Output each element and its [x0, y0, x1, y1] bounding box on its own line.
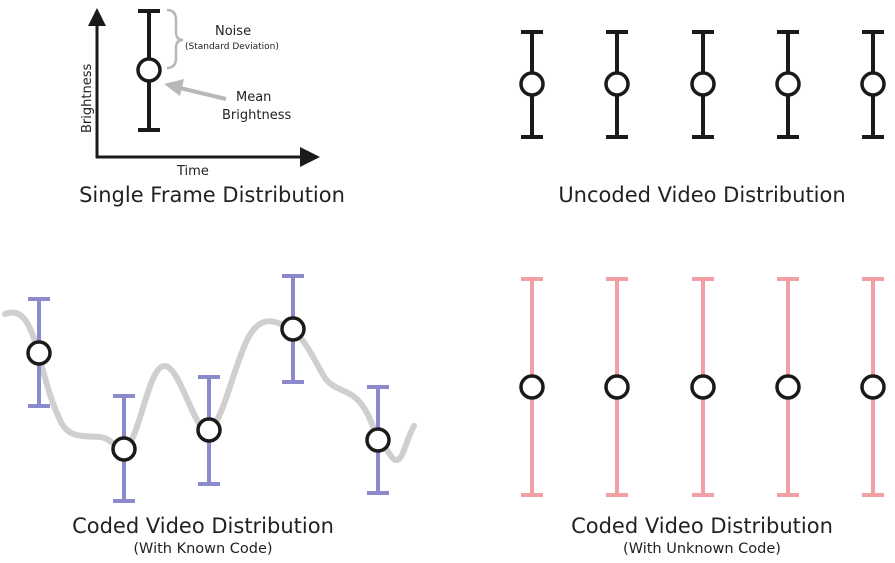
y-axis-label: Brightness	[80, 64, 95, 133]
coded-unknown-error-bar-mean-marker	[690, 374, 716, 400]
coded-known-error-bar-mean-marker	[365, 427, 391, 453]
coded-unknown-error-bar-mean-marker	[604, 374, 630, 400]
single-frame-panel: Noise (Standard Deviation) Mean Brightne…	[79, 8, 345, 207]
uncoded-error-bar-mean-marker	[690, 71, 716, 97]
noise-brace	[166, 8, 184, 70]
coded-unknown-panel: Coded Video Distribution (With Unknown C…	[519, 277, 886, 557]
uncoded-panel: Uncoded Video Distribution	[519, 30, 886, 207]
uncoded-error-bar-mean-marker	[860, 71, 886, 97]
coded-known-subtitle: (With Known Code)	[133, 541, 272, 557]
uncoded-error-bar-mean-marker	[519, 71, 545, 97]
mean-label-line2: Brightness	[222, 108, 291, 123]
mean-label-line1: Mean	[236, 90, 271, 105]
coded-unknown-error-bar	[690, 277, 716, 497]
single-frame-error-bar	[136, 9, 162, 132]
single-frame-title: Single Frame Distribution	[79, 183, 345, 207]
coded-unknown-subtitle: (With Unknown Code)	[623, 541, 781, 557]
x-axis-arrowhead	[300, 147, 320, 167]
uncoded-title: Uncoded Video Distribution	[558, 183, 845, 207]
uncoded-error-bar-mean-marker	[775, 71, 801, 97]
coded-known-error-bars	[26, 274, 391, 503]
uncoded-error-bar	[775, 30, 801, 139]
coded-known-error-bar	[280, 274, 306, 384]
coded-known-error-bar-mean-marker	[280, 316, 306, 342]
coded-unknown-error-bar	[519, 277, 545, 497]
coded-known-error-bar	[196, 375, 222, 486]
coded-unknown-error-bar-mean-marker	[519, 374, 545, 400]
coded-unknown-error-bar-mean-marker	[775, 374, 801, 400]
coded-known-error-bar-mean-marker	[111, 436, 137, 462]
y-axis-arrowhead	[88, 8, 106, 26]
coded-unknown-error-bar	[775, 277, 801, 497]
mean-arrow	[164, 79, 227, 101]
coded-known-error-bar	[365, 385, 391, 495]
uncoded-error-bar	[690, 30, 716, 139]
x-axis-label: Time	[176, 164, 209, 179]
uncoded-error-bar-mean-marker	[604, 71, 630, 97]
coded-unknown-error-bar	[860, 277, 886, 497]
coded-unknown-error-bar	[604, 277, 630, 497]
coded-known-title: Coded Video Distribution	[72, 514, 334, 538]
coded-known-error-bar	[26, 297, 52, 408]
noise-label: Noise	[215, 24, 251, 39]
uncoded-error-bar	[604, 30, 630, 139]
coded-known-error-bar-mean-marker	[196, 417, 222, 443]
uncoded-error-bars	[519, 30, 886, 139]
coded-unknown-error-bar-mean-marker	[860, 374, 886, 400]
coded-known-panel: Coded Video Distribution (With Known Cod…	[2, 274, 417, 557]
noise-sublabel: (Standard Deviation)	[185, 42, 279, 52]
coded-unknown-error-bars	[519, 277, 886, 497]
uncoded-error-bar	[860, 30, 886, 139]
uncoded-error-bar	[519, 30, 545, 139]
coded-unknown-title: Coded Video Distribution	[571, 514, 833, 538]
coded-known-error-bar	[111, 394, 137, 503]
coded-known-error-bar-mean-marker	[26, 340, 52, 366]
